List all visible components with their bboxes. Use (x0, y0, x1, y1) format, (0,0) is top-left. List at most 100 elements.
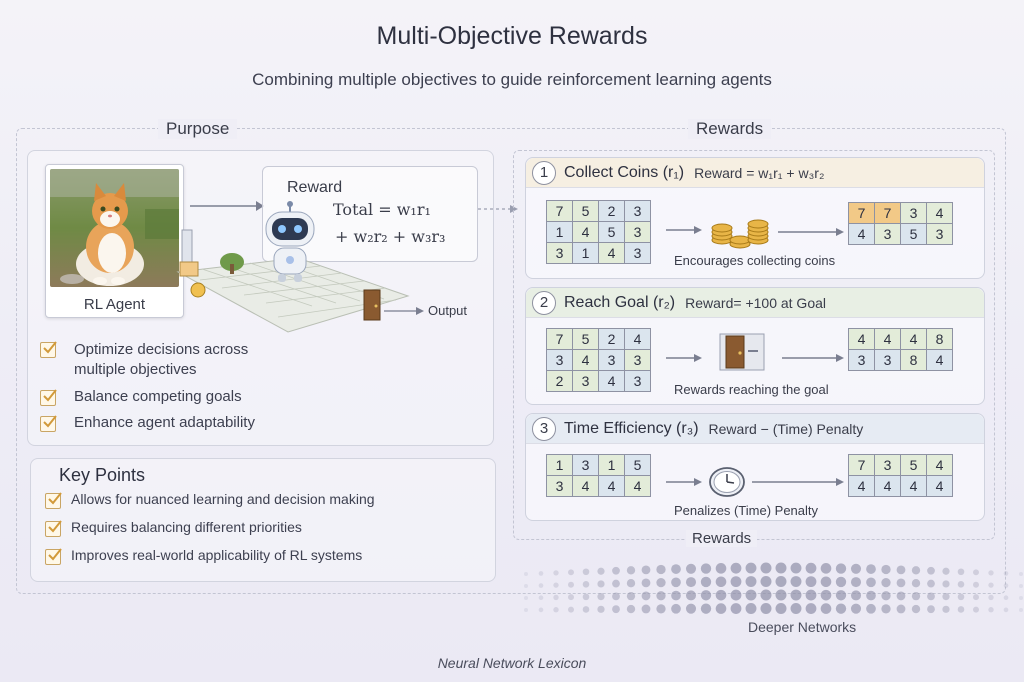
decoration-dot (656, 591, 666, 601)
decoration-dot (1019, 596, 1023, 600)
decoration-dot (656, 604, 666, 614)
checkmark-icon (40, 415, 57, 432)
decoration-dot (538, 583, 544, 588)
decoration-dot (612, 592, 620, 601)
arrow-to-reward (190, 201, 264, 211)
key-points-list: Allows for nuanced learning and decision… (45, 491, 375, 575)
key-point-item: Improves real-world applicability of RL … (45, 547, 375, 565)
decoration-dot (805, 603, 817, 614)
decoration-dot (582, 606, 590, 613)
decoration-dot (835, 603, 847, 614)
checkmark-icon (40, 341, 57, 358)
key-point-item: Allows for nuanced learning and decision… (45, 491, 375, 509)
dashed-arrow-to-rewards (478, 205, 518, 213)
card-reward-formula: Reward= +100 at Goal (685, 294, 827, 311)
decoration-dot (881, 591, 891, 601)
card-number: 2 (532, 290, 556, 315)
output-label: Output (428, 303, 468, 318)
purpose-check-text: Balance competing goals (74, 388, 242, 405)
decoration-dot (730, 603, 742, 614)
decoration-dot (927, 566, 935, 575)
decoration-dot (790, 562, 802, 574)
key-point-text: Allows for nuanced learning and decision… (71, 491, 375, 507)
decoration-dot (715, 589, 727, 601)
decoration-dot (973, 569, 979, 576)
decoration-dot (911, 566, 921, 575)
decoration-dot (957, 581, 965, 588)
purpose-check-text: Enhance agent adaptability (74, 414, 255, 431)
card-header: 1 Collect Coins (r₁) Reward = w₁r₁ + w₃r… (526, 158, 984, 188)
decoration-dot (866, 564, 876, 574)
decoration-dot (942, 605, 950, 613)
decoration-dot (988, 594, 994, 601)
decoration-dot (553, 594, 559, 601)
page-title: Multi-Objective Rewards (376, 22, 648, 50)
decoration-dot (745, 603, 757, 614)
key-points-heading: Key Points (59, 465, 146, 485)
arrow-right-icon (666, 478, 702, 486)
robot-icon (265, 201, 315, 282)
card-number: 3 (532, 416, 556, 441)
decoration-dot (927, 605, 935, 614)
purpose-check-item: Optimize decisions across multiple objec… (40, 340, 304, 380)
decoration-dot (685, 563, 697, 574)
rl-agent-card: RL Agent (45, 164, 184, 318)
decoration-dot (626, 604, 636, 614)
decoration-dot (760, 576, 772, 588)
decoration-dot (656, 577, 666, 588)
decoration-dot (805, 589, 817, 601)
decoration-dot (896, 604, 906, 614)
decoration-dot (1019, 608, 1023, 612)
decoration-dot (911, 579, 921, 588)
decoration-dot (911, 591, 921, 601)
decoration-dot (626, 591, 636, 601)
decoration-dot (524, 584, 528, 588)
purpose-check-item: Balance competing goals (40, 388, 304, 406)
card-caption: Penalizes (Time) Penalty (674, 503, 819, 518)
card-number: 1 (532, 160, 556, 185)
decoration-dot (850, 577, 862, 588)
decoration-dot (641, 591, 651, 601)
decoration-dot (524, 608, 528, 612)
decoration-dot (896, 591, 906, 601)
decoration-dot (881, 604, 891, 614)
decoration-dot (820, 603, 832, 614)
decoration-dot (568, 594, 574, 601)
decoration-dot (553, 607, 559, 613)
decoration-dot (685, 577, 697, 588)
decoration-dot (582, 568, 590, 576)
decoration-dot (988, 582, 994, 588)
decoration-dot (760, 603, 772, 614)
deeper-networks-label: Deeper Networks (748, 619, 857, 635)
decoration-dot (568, 581, 574, 588)
checkmark-icon (45, 492, 62, 509)
purpose-heading: Purpose (158, 119, 238, 139)
decoration-dot (700, 603, 712, 614)
decoration-dot (835, 576, 847, 588)
reward-card-reach-goal: 2 Reach Goal (r₂) Reward= +100 at Goal 7… (525, 287, 985, 405)
reward-box-title: Reward (287, 179, 343, 196)
card-title: Time Efficiency (r₃) (564, 419, 699, 437)
rl-agent-label: RL Agent (83, 296, 146, 313)
cat-image (50, 169, 179, 287)
decoration-dot (641, 604, 651, 614)
clock-icon (709, 467, 745, 497)
decoration-dot (745, 589, 757, 601)
decoration-dot (538, 571, 544, 576)
decoration-dot (612, 579, 620, 588)
card-reward-formula: Reward = w₁r₁ + w₃r₂ (694, 164, 825, 181)
decoration-dot (612, 605, 620, 614)
decoration-dot (805, 562, 817, 574)
decoration-dot (820, 589, 832, 601)
decoration-dot (896, 578, 906, 588)
purpose-check-text: Optimize decisions across multiple objec… (74, 341, 249, 378)
decoration-dot (715, 563, 727, 574)
decoration-dot (1003, 595, 1009, 601)
decoration-dot (790, 576, 802, 588)
key-points-panel: Key Points Allows for nuanced learning a… (30, 458, 496, 582)
key-point-text: Improves real-world applicability of RL … (71, 547, 363, 563)
reward-card-collect-coins: 1 Collect Coins (r₁) Reward = w₁r₁ + w₃r… (525, 157, 985, 279)
decoration-dot (973, 594, 979, 601)
decoration-dot (685, 590, 697, 601)
